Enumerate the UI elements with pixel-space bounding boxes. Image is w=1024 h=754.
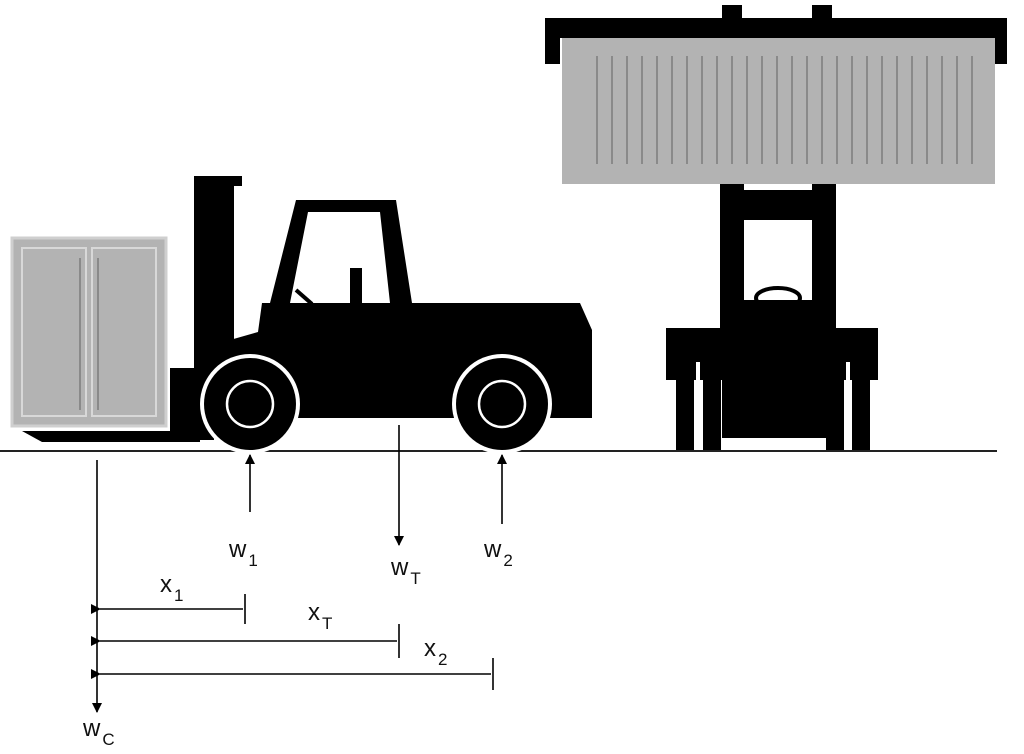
forklift-side-view	[10, 176, 592, 454]
front-wheel-right-inner	[826, 362, 844, 450]
mast	[194, 176, 234, 370]
front-wheel	[200, 354, 300, 454]
rear-wheel	[452, 354, 552, 454]
cab	[270, 200, 412, 303]
forks	[22, 431, 200, 442]
forklift-front-view	[545, 5, 1007, 450]
front-wheel-left-outer	[676, 362, 694, 450]
front-wheel-left-inner	[703, 362, 721, 450]
side-container-load	[10, 236, 168, 428]
front-wheel-right-outer	[852, 362, 870, 450]
spreader-bar	[545, 18, 1007, 64]
front-container-load	[562, 38, 995, 184]
